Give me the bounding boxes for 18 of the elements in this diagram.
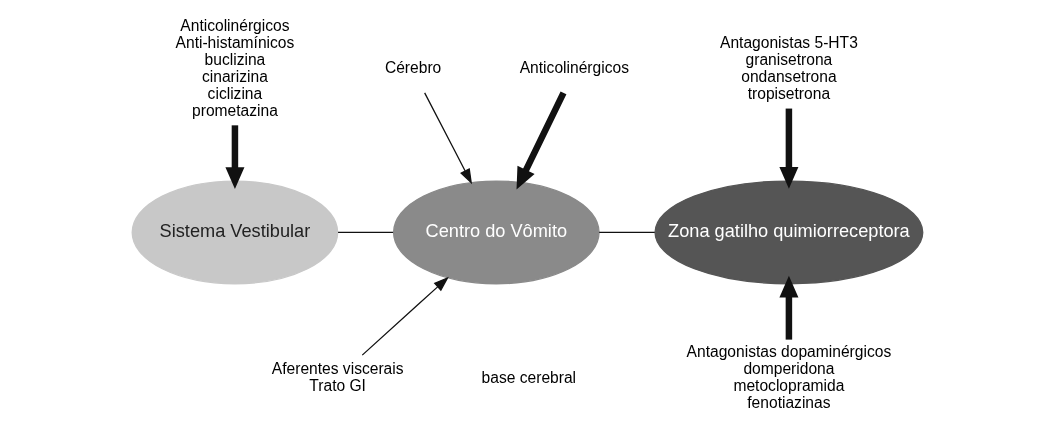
arrow <box>361 276 449 356</box>
arrow <box>224 125 244 189</box>
node-text: Anticolinérgicos <box>519 59 629 77</box>
label: base cerebral <box>481 368 576 386</box>
node-ellipse: Centro do Vômito <box>392 180 600 285</box>
arrow <box>516 91 566 190</box>
node-text: Aferentes viscerais Trato GI <box>271 360 404 395</box>
connector <box>336 231 394 234</box>
connector <box>598 231 655 234</box>
arrow <box>778 275 798 340</box>
arrow <box>778 108 798 189</box>
node-text: Cérebro <box>384 59 441 77</box>
node-ellipse: Zona gatilho quimiorreceptora <box>653 180 923 285</box>
node-text: Anticolinérgicos Anti-histamínicos buclizina cinarizina ciclizina prometazina <box>175 16 294 119</box>
arrow <box>423 92 472 185</box>
node-text: Antagonistas dopaminérgicos domperidona metoclopramida fenotiazinas <box>686 343 891 412</box>
node-ellipse: Sistema Vestibular <box>131 180 338 285</box>
node-text: Antagonistas 5-HT3 granisetrona ondansetrona tropisetrona <box>719 33 858 102</box>
